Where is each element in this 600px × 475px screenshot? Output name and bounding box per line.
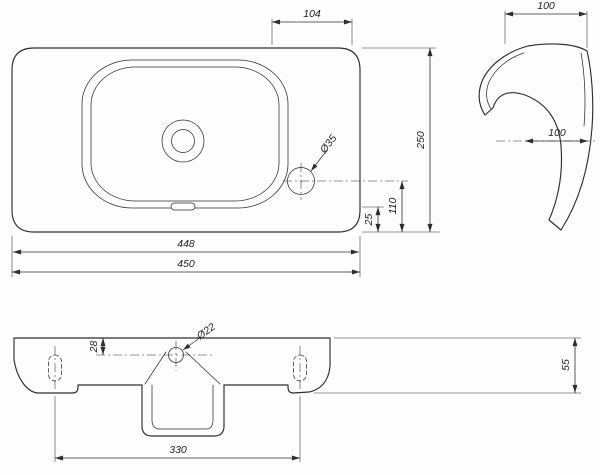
dim-110-label: 110 <box>387 197 399 214</box>
dim-100-top-extension-lines <box>504 11 588 48</box>
drain-hole-leader-line <box>182 336 202 351</box>
drain-box-inner <box>151 384 214 430</box>
drain-funnel-left-line <box>144 351 167 385</box>
plan-view-dimensions: 104 448 450 25 110 250 <box>11 8 440 277</box>
plan-view: Ø35 <box>11 47 408 233</box>
basin-outer-edge <box>11 47 361 233</box>
side-view: 100 100 <box>478 0 597 231</box>
dim-55-extension-lines <box>314 337 581 394</box>
bowl-rim-inner <box>90 66 280 202</box>
dim-28-label: 28 <box>88 341 100 354</box>
drain-circle-inner <box>171 129 195 153</box>
dim-100-inner-label: 100 <box>548 127 566 139</box>
dim-250-label: 250 <box>415 131 427 150</box>
front-outline <box>13 337 331 437</box>
side-profile-outline <box>478 43 594 231</box>
dim-104-label: 104 <box>303 8 321 20</box>
side-profile-back-wall-inner <box>580 52 586 127</box>
side-profile-front-wall-inner <box>486 52 525 110</box>
dim-448-label: 448 <box>177 238 195 250</box>
tap-hole-leader-line <box>310 149 328 172</box>
tap-hole-diameter-label: Ø35 <box>317 133 339 157</box>
bowl-rim-outer <box>81 59 289 209</box>
drain-circle-outer <box>161 119 205 163</box>
dim-330-label: 330 <box>169 444 187 456</box>
dim-25-label: 25 <box>363 214 375 227</box>
dim-450-label: 450 <box>177 258 195 270</box>
dim-104-extension-lines <box>271 19 353 45</box>
front-view: 28 Ø22 55 330 <box>13 321 581 462</box>
dim-330-extension-lines <box>54 396 301 462</box>
dim-55-label: 55 <box>560 359 572 371</box>
drain-funnel-right-line <box>185 351 221 385</box>
dim-100-top-label: 100 <box>537 0 555 12</box>
overflow-slot <box>170 202 196 211</box>
